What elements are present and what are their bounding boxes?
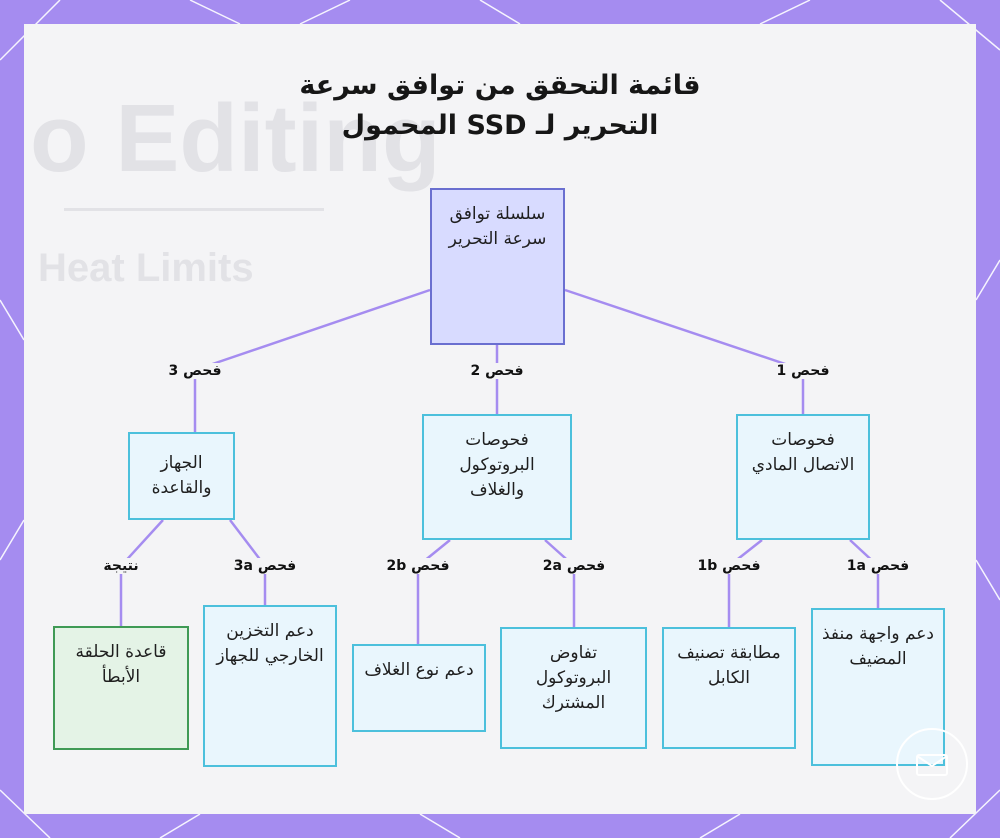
node-slowest-link-label: قاعدة الحلقة الأبطأ: [75, 642, 167, 687]
background-text-small: Heat Limits: [38, 246, 254, 290]
edge-label-check1b: فحص 1b: [694, 558, 764, 574]
edge-label-check2a: فحص 2a: [539, 558, 609, 574]
node-shared-protocol-label: تفاوض البروتوكول المشترك: [535, 643, 612, 713]
node-device-base-label: الجهاز والقاعدة: [151, 453, 212, 498]
edge-root-physical: [564, 288, 804, 372]
node-external-storage-label: دعم التخزين الخارجي للجهاز: [216, 621, 324, 666]
node-physical-connection: فحوصات الاتصال المادي: [736, 414, 870, 540]
node-cable-rating: مطابقة تصنيف الكابل: [662, 627, 796, 749]
node-host-port-label: دعم واجهة منفذ المضيف: [822, 624, 934, 669]
edge-label-check2b: فحص 2b: [383, 558, 453, 574]
node-root-label: سلسلة توافق سرعة التحرير: [448, 204, 547, 249]
edge-label-result: نتيجة: [100, 558, 142, 574]
node-enclosure-type: دعم نوع الغلاف: [352, 644, 486, 732]
node-external-storage: دعم التخزين الخارجي للجهاز: [203, 605, 337, 767]
background-text-large: o Editing: [30, 85, 441, 192]
node-physical-connection-label: فحوصات الاتصال المادي: [751, 430, 855, 475]
edge-label-check2: فحص 2: [467, 363, 527, 379]
node-root: سلسلة توافق سرعة التحرير: [430, 188, 565, 345]
node-shared-protocol: تفاوض البروتوكول المشترك: [500, 627, 647, 749]
envelope-glyph: [916, 754, 948, 776]
node-cable-rating-label: مطابقة تصنيف الكابل: [677, 643, 781, 688]
edge-label-check1: فحص 1: [773, 363, 833, 379]
logo-badge-icon: [896, 728, 968, 800]
node-slowest-link: قاعدة الحلقة الأبطأ: [53, 626, 189, 750]
node-enclosure-type-label: دعم نوع الغلاف: [364, 660, 474, 680]
edge-label-check3: فحص 3: [165, 363, 225, 379]
node-host-port: دعم واجهة منفذ المضيف: [811, 608, 945, 766]
node-protocol-enclosure-label: فحوصات البروتوكول والغلاف: [459, 430, 535, 500]
diagram-title: قائمة التحقق من توافق سرعة التحرير لـ SS…: [299, 70, 701, 141]
background-rule: [64, 208, 324, 211]
node-device-base: الجهاز والقاعدة: [128, 432, 235, 520]
edge-root-device: [194, 288, 431, 372]
node-protocol-enclosure: فحوصات البروتوكول والغلاف: [422, 414, 572, 540]
edge-label-check1a: فحص 1a: [843, 558, 913, 574]
edge-label-check3a: فحص 3a: [230, 558, 300, 574]
